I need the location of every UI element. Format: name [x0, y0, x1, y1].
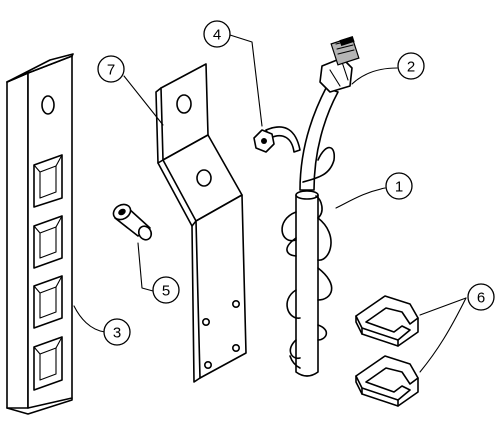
callout-1-label: 1 — [395, 179, 403, 196]
callout-3: 3 — [103, 318, 131, 346]
callout-5: 5 — [152, 276, 180, 304]
callout-1: 1 — [385, 172, 413, 200]
u-clips-part — [355, 295, 419, 407]
u-clip-lower — [355, 355, 419, 407]
callout-5-label: 5 — [162, 283, 170, 300]
bent-bracket-part — [155, 63, 247, 383]
heater-element-part — [265, 87, 339, 377]
callout-3-label: 3 — [113, 325, 121, 342]
callout-6-label: 6 — [477, 290, 485, 307]
nut-fitting-part — [319, 35, 360, 93]
callout-7: 7 — [97, 55, 125, 83]
callout-7-label: 7 — [107, 62, 115, 79]
slotted-rail-part — [6, 53, 74, 415]
rail-slots — [33, 154, 63, 391]
callout-2-label: 2 — [407, 59, 415, 76]
u-clip-upper — [355, 295, 419, 347]
callout-2: 2 — [397, 52, 425, 80]
callout-4: 4 — [203, 20, 231, 48]
callout-4-label: 4 — [213, 27, 221, 44]
callout-6: 6 — [467, 283, 495, 311]
small-nut-part — [253, 129, 275, 153]
leader-lines — [73, 34, 467, 373]
small-fitting-part — [112, 203, 153, 241]
bracket-holes — [202, 299, 241, 369]
